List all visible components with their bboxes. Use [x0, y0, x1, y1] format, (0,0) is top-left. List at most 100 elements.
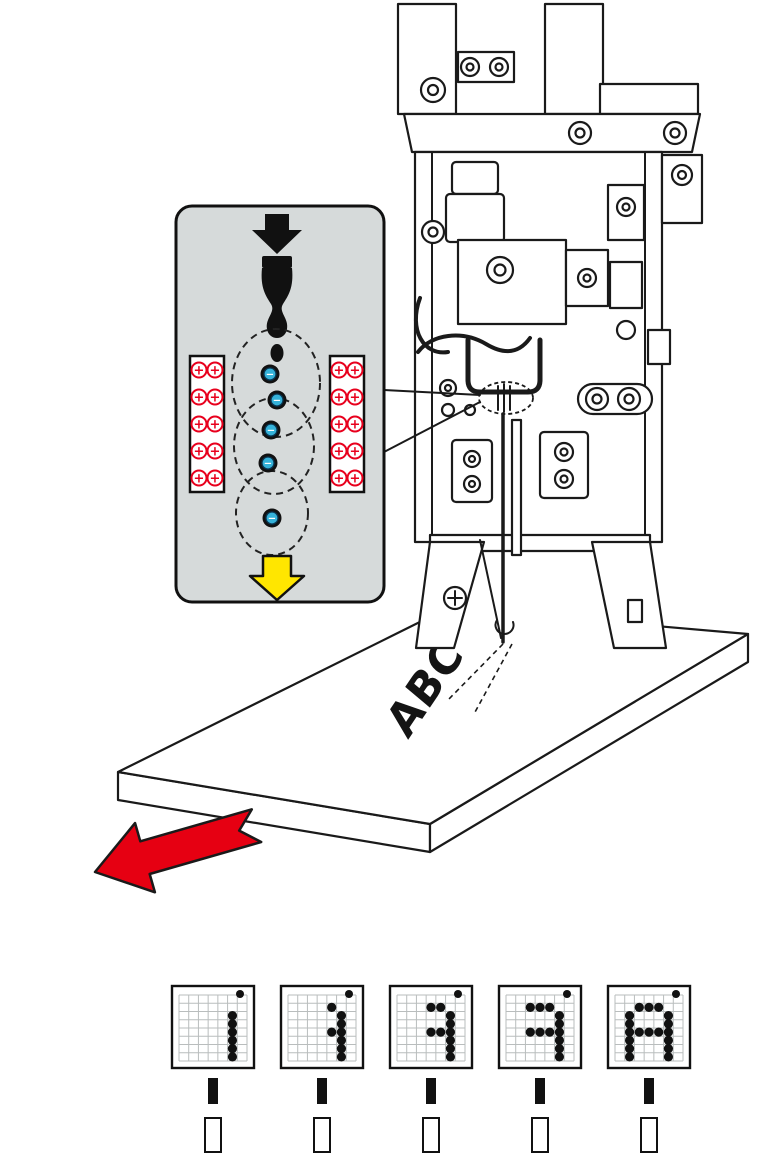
- positive-charge-symbol: +: [334, 472, 345, 487]
- ink-dot: [426, 1027, 436, 1037]
- ink-dot: [545, 1002, 555, 1012]
- positive-charge-symbol: +: [210, 472, 221, 487]
- ink-dot: [445, 1027, 456, 1037]
- bolt-icon: [440, 402, 456, 418]
- ink-dot: [227, 1011, 238, 1021]
- ink-dot: [445, 1044, 456, 1054]
- ink-dot: [336, 1052, 347, 1062]
- ink-dot: [545, 1027, 555, 1037]
- ink-dot: [336, 1044, 347, 1054]
- leg-right: [590, 540, 668, 650]
- positive-charge-icon: [346, 442, 364, 460]
- ink-dot: [336, 1011, 347, 1021]
- ink-dot: [227, 1035, 238, 1045]
- positive-charge-icon: [206, 469, 224, 487]
- ink-dot: [445, 1035, 456, 1045]
- valve-block: [450, 160, 500, 196]
- ink-droplet: −: [267, 390, 287, 410]
- positive-charges-right: ++++++++++: [330, 361, 364, 487]
- ink-dot: [644, 1002, 654, 1012]
- print-position-dot: [345, 990, 353, 998]
- positive-charge-symbol: +: [350, 445, 361, 460]
- ink-dot: [535, 1002, 545, 1012]
- print-position-dot: [236, 990, 244, 998]
- callout-line-top: [383, 389, 481, 396]
- dot-matrix-stage: [170, 984, 256, 1153]
- ink-dot: [426, 1002, 436, 1012]
- ink-dot: [554, 1011, 565, 1021]
- positive-charge-icon: [206, 361, 224, 379]
- ink-droplet: −: [262, 508, 282, 528]
- ink-supply-arrow-icon: [252, 214, 302, 254]
- print-trajectory: [447, 643, 513, 715]
- ink-dot: [336, 1019, 347, 1029]
- ink-dot: [624, 1052, 635, 1062]
- ink-dot: [624, 1044, 635, 1054]
- positive-charge-symbol: +: [194, 364, 205, 379]
- forming-droplet: [270, 344, 284, 362]
- positive-charges-left: ++++++++++: [190, 361, 224, 487]
- positive-charge-symbol: +: [194, 391, 205, 406]
- positive-charge-symbol: +: [210, 445, 221, 460]
- nozzle-highlight-ring: [478, 381, 534, 415]
- substrate-motion-arrow: [93, 808, 263, 894]
- ink-dot: [663, 1011, 674, 1021]
- ink-dot: [663, 1052, 674, 1062]
- guide-rod: [479, 539, 502, 639]
- ink-dot: [327, 1002, 337, 1012]
- ink-dot: [624, 1011, 635, 1021]
- dot-matrix-stage: [388, 984, 474, 1153]
- ink-dot: [624, 1027, 635, 1037]
- print-position-dot: [454, 990, 462, 998]
- nozzle-outline: [204, 1117, 222, 1153]
- positive-charge-symbol: +: [194, 445, 205, 460]
- lower-plate-left: [450, 438, 494, 504]
- ink-droplet: −: [258, 453, 278, 473]
- positive-charge-icon: [206, 388, 224, 406]
- ink-gun-block: [456, 238, 568, 326]
- positive-charge-symbol: +: [210, 418, 221, 433]
- matrix-frame: [606, 984, 692, 1070]
- needle-guard: [510, 418, 523, 557]
- positive-charge-symbol: +: [334, 391, 345, 406]
- negative-charge-symbol: −: [273, 396, 281, 407]
- ink-dot: [644, 1027, 654, 1037]
- print-head-illustration: [396, 2, 704, 650]
- ink-dot: [445, 1052, 456, 1062]
- ink-dot: [554, 1019, 565, 1029]
- head-rail-right: [543, 2, 605, 116]
- ink-dot: [624, 1019, 635, 1029]
- ink-dot: [654, 1027, 664, 1037]
- negative-charge-symbol: −: [266, 370, 274, 381]
- callout-line-bottom: [383, 401, 481, 453]
- ink-dot: [663, 1019, 674, 1029]
- nozzle-bar: [644, 1078, 654, 1104]
- ink-dot: [436, 1027, 446, 1037]
- solenoid-block: [444, 192, 506, 244]
- positive-charge-icon: [206, 415, 224, 433]
- nozzle-tip: [262, 256, 292, 268]
- ink-tube: [414, 296, 450, 355]
- ink-dot: [624, 1035, 635, 1045]
- ink-dot: [227, 1019, 238, 1029]
- ink-dot: [554, 1027, 565, 1037]
- negative-charge-symbol: −: [267, 426, 275, 437]
- nozzle-area: [478, 381, 534, 415]
- ink-dot: [336, 1027, 347, 1037]
- channel-block: [646, 328, 672, 366]
- ink-dot: [227, 1044, 238, 1054]
- dot-matrix-stage: [606, 984, 692, 1153]
- print-position-dot: [672, 990, 680, 998]
- ink-dot: [663, 1044, 674, 1054]
- positive-charge-icon: [346, 361, 364, 379]
- bolt-icon: [615, 319, 637, 341]
- matrix-frame: [279, 984, 365, 1070]
- ink-droplet: −: [261, 420, 281, 440]
- matrix-frame: [388, 984, 474, 1070]
- positive-charge-symbol: +: [350, 364, 361, 379]
- ink-dot: [445, 1019, 456, 1029]
- head-plate: [402, 112, 702, 154]
- channel-block: [608, 260, 644, 310]
- ink-dot: [525, 1002, 535, 1012]
